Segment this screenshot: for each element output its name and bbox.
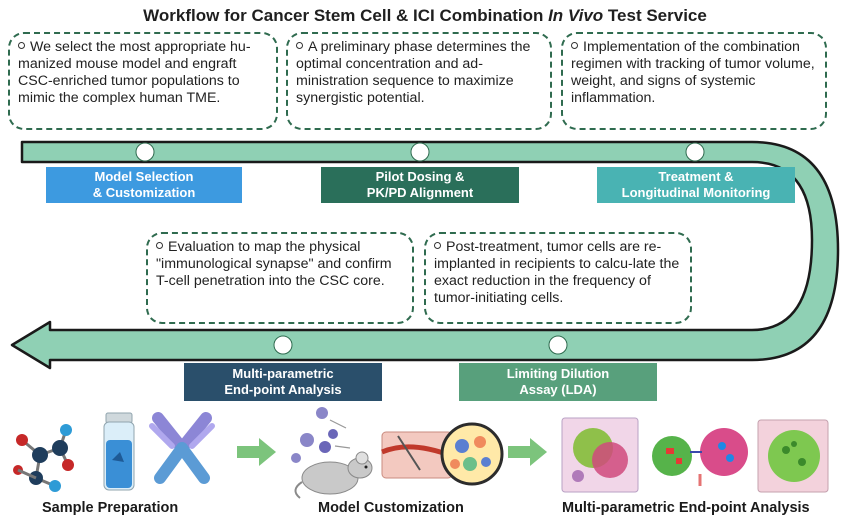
bullet-icon (156, 241, 163, 249)
node-treatment (685, 142, 705, 162)
label-model-customization: Model Customization (318, 500, 464, 516)
molecule-icon (13, 424, 74, 492)
bullet-icon (571, 41, 578, 49)
node-pilot-dosing (410, 142, 430, 162)
callout-endpoint: Evaluation to map the physical "immunolo… (146, 232, 414, 324)
step-model-selection: Model Selection& Customization (46, 167, 242, 203)
histology-icon (561, 417, 639, 493)
label-endpoint-analysis: Multi-parametric End-point Analysis (562, 500, 810, 516)
callout-lda: Post-treatment, tumor cells are re-impla… (424, 232, 692, 324)
bullet-icon (434, 241, 441, 249)
tumor-section-icon (757, 419, 829, 493)
node-model-selection (135, 142, 155, 162)
tumor-zoom-icon (440, 422, 504, 486)
page-title: Workflow for Cancer Stem Cell & ICI Comb… (143, 6, 707, 25)
bullet-icon (18, 41, 25, 49)
node-endpoint (273, 335, 293, 355)
synapse-icon (652, 428, 748, 486)
node-lda (548, 335, 568, 355)
mouse-icon (294, 451, 373, 499)
process-arrow (10, 140, 840, 370)
antibody-icon (149, 412, 215, 484)
right-arrow-icon (237, 438, 276, 466)
callout-treatment: Implementation of the combination regime… (561, 32, 827, 130)
cells-icon (291, 407, 351, 463)
step-pilot-dosing: Pilot Dosing &PK/PD Alignment (321, 167, 519, 203)
vial-icon (103, 412, 135, 491)
label-sample-preparation: Sample Preparation (42, 500, 179, 516)
bullet-icon (296, 41, 303, 49)
step-treatment: Treatment &Longitudinal Monitoring (597, 167, 795, 203)
right-arrow-icon (508, 438, 547, 466)
callout-model-selection: We select the most appropriate hu-manize… (8, 32, 278, 130)
callout-pilot-dosing: A preliminary phase determines the optim… (286, 32, 552, 130)
